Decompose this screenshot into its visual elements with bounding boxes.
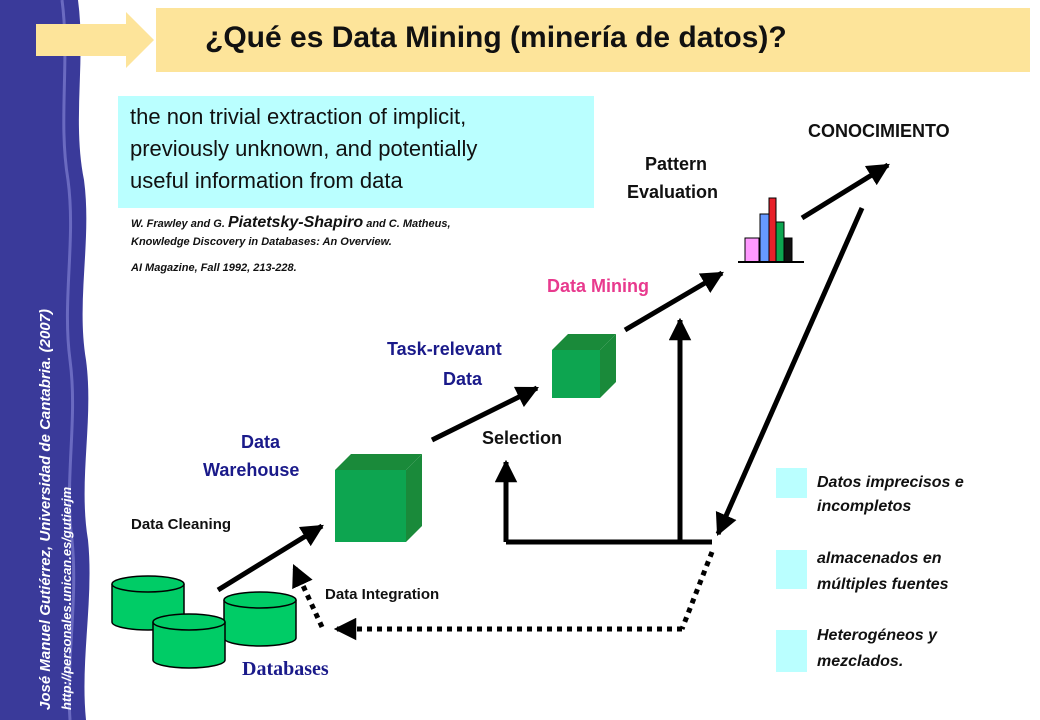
legend-1-line-1: Datos imprecisos e xyxy=(817,474,964,491)
legend-3-line-1: Heterogéneos y xyxy=(817,627,938,644)
selection-label: Selection xyxy=(482,428,563,448)
citation-highlight: Piatetsky-Shapiro xyxy=(227,214,364,231)
sidebar-strip xyxy=(0,0,90,720)
title-bar xyxy=(156,8,1030,72)
definition-box xyxy=(118,96,594,208)
legend-swatch-3 xyxy=(776,630,807,672)
legend-swatch-1 xyxy=(776,468,807,498)
dotted-arrows xyxy=(291,551,715,641)
pattern-evaluation-label-2: Evaluation xyxy=(627,182,719,202)
title-arrow xyxy=(36,12,154,68)
databases-label: Databases xyxy=(242,658,329,680)
legend-3-line-2: mezclados. xyxy=(817,653,904,670)
page-title: ¿Qué es Data Mining (minería de datos)? xyxy=(205,21,787,54)
data-mining-label: Data Mining xyxy=(547,276,649,296)
data-cleaning-label: Data Cleaning xyxy=(131,516,232,533)
definition-line-2: previously unknown, and potentially xyxy=(130,136,478,161)
conocimiento-label: CONOCIMIENTO xyxy=(808,121,950,141)
data-integration-label: Data Integration xyxy=(325,586,440,603)
task-relevant-label-2: Data xyxy=(443,369,483,389)
legend-swatch-2 xyxy=(776,550,807,589)
legend-1-line-2: incompletos xyxy=(817,498,912,515)
task-relevant-cube xyxy=(552,334,616,398)
flow-arrows xyxy=(216,162,890,593)
task-relevant-label-1: Task-relevant xyxy=(387,339,502,359)
citation-line-3: AI Magazine, Fall 1992, 213-228. xyxy=(131,262,297,274)
citation-line-2: Knowledge Discovery in Databases: An Ove… xyxy=(131,236,392,248)
data-warehouse-cube xyxy=(335,454,422,542)
citation-line-1: W. Frawley and G. Piatetsky-Shapiro and … xyxy=(131,214,451,232)
pattern-evaluation-label-1: Pattern xyxy=(645,154,708,174)
pattern-bars xyxy=(738,197,804,263)
citation-prefix: W. Frawley and G. xyxy=(131,218,228,230)
legend-2-line-1: almacenados en xyxy=(817,550,942,567)
citation-suffix: and C. Matheus, xyxy=(363,218,451,230)
data-warehouse-label-1: Data xyxy=(241,432,281,452)
definition-line-1: the non trivial extraction of implicit, xyxy=(130,104,467,129)
legend-2-line-2: múltiples fuentes xyxy=(817,576,949,593)
definition-line-3: useful information from data xyxy=(130,168,403,193)
database-cylinders xyxy=(111,575,297,669)
data-warehouse-label-2: Warehouse xyxy=(203,460,300,480)
